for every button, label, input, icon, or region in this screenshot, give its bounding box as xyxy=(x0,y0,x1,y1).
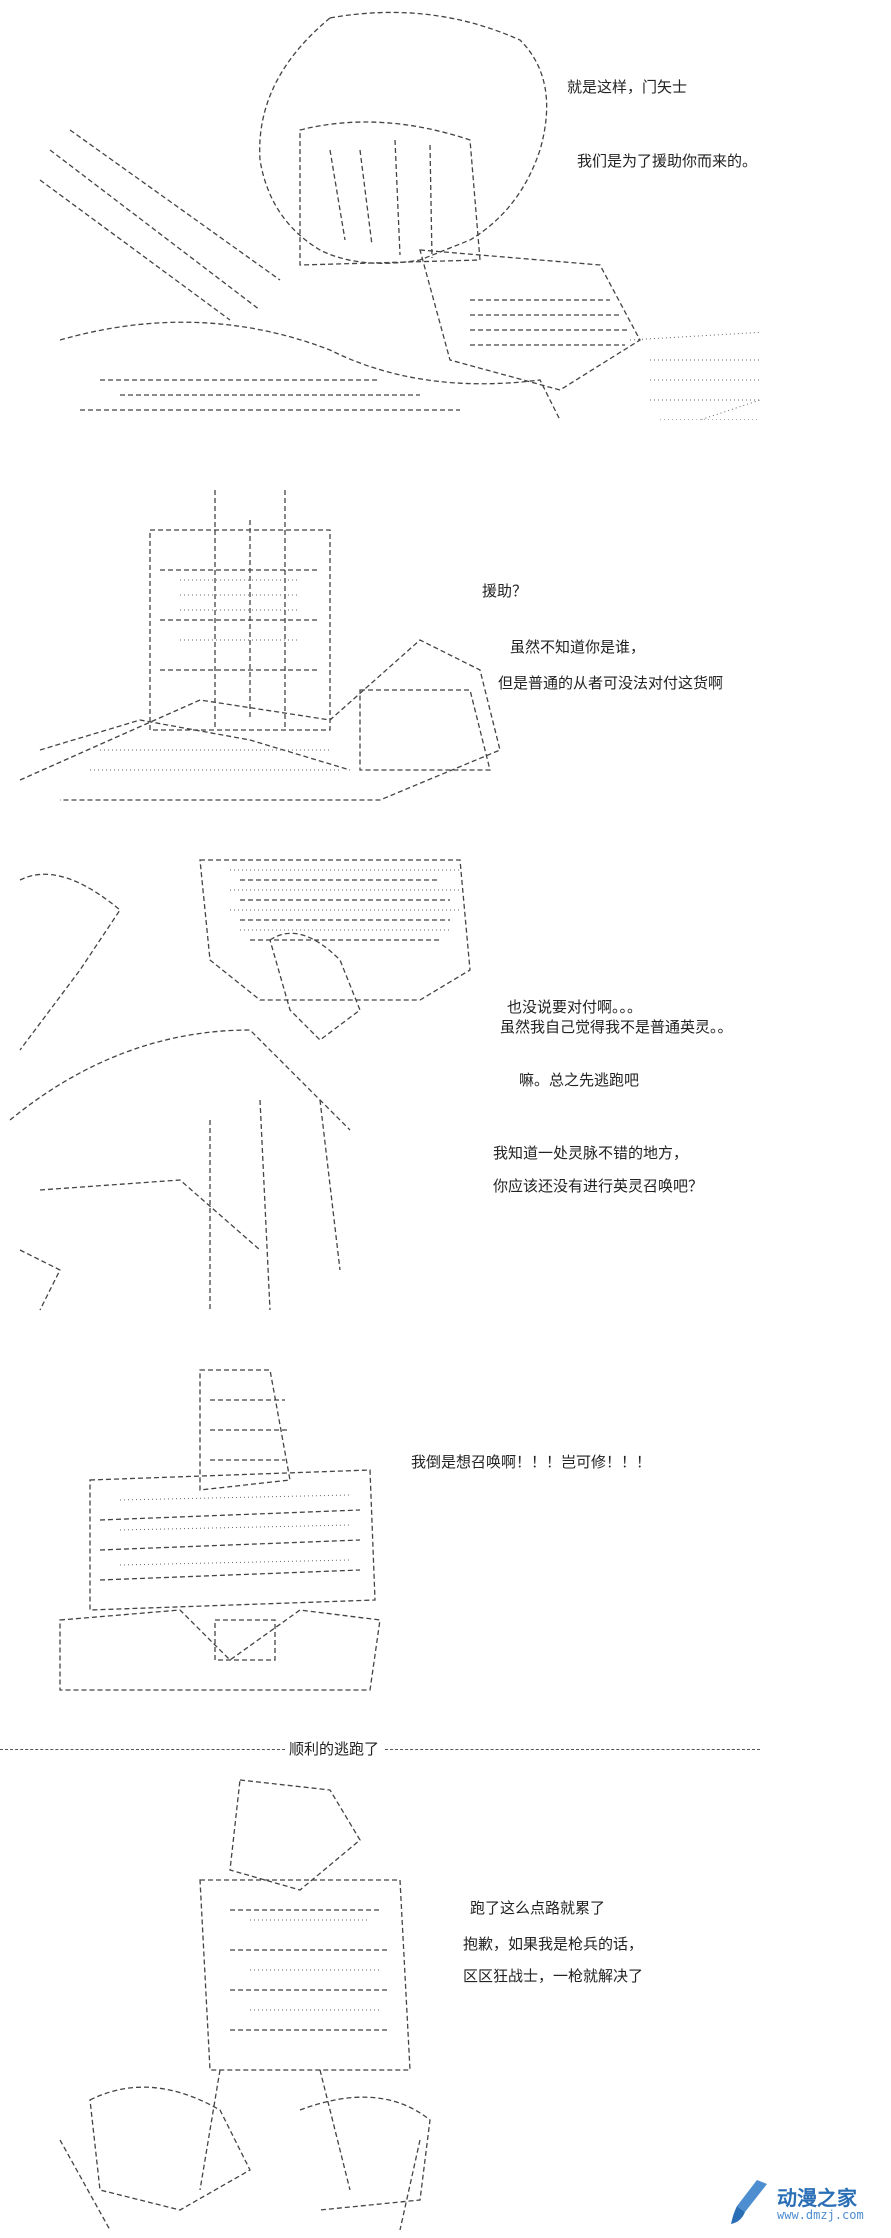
watermark-url: www.dmzj.com xyxy=(777,2208,864,2222)
dialogue-line: 跑了这么点路就累了 xyxy=(470,1899,606,1917)
separator-line-left xyxy=(0,1749,290,1750)
dialogue-line: 就是这样，门矢士 xyxy=(567,78,688,96)
separator-line-right xyxy=(385,1749,760,1750)
panel-5: 跑了这么点路就累了 抱歉，如果我是枪兵的话， 区区狂战士，一枪就解决了 xyxy=(0,1770,891,2238)
dialogue-line: 但是普通的从者可没法对付这货啊 xyxy=(498,674,724,692)
panel-1: 就是这样，门矢士 我们是为了援助你而来的。 xyxy=(0,0,891,420)
dialogue-line: 抱歉，如果我是枪兵的话， xyxy=(463,1935,644,1953)
dialogue-line: 我知道一处灵脉不错的地方， xyxy=(493,1144,689,1162)
dialogue-line: 也没说要对付啊。。。 xyxy=(507,998,643,1016)
scene-separator: 顺利的逃跑了 xyxy=(0,1740,760,1758)
dialogue-line: 虽然我自己觉得我不是普通英灵。。 xyxy=(500,1018,733,1036)
ascii-art-character-2 xyxy=(19,490,501,801)
panel-4: 我倒是想召唤啊！！！岂可修！！！ xyxy=(0,1360,891,1700)
dialogue-line: 援助？ xyxy=(482,582,528,600)
ascii-art-character-4 xyxy=(59,1369,381,1691)
panel-3: 也没说要对付啊。。。 虽然我自己觉得我不是普通英灵。。 嘛。总之先逃跑吧 我知道… xyxy=(0,850,891,1330)
dialogue-line: 我倒是想召唤啊！！！岂可修！！！ xyxy=(411,1453,652,1471)
dialogue-line: 我们是为了援助你而来的。 xyxy=(577,152,758,170)
panel-2: 援助？ 虽然不知道你是谁， 但是普通的从者可没法对付这货啊 xyxy=(0,470,891,830)
ascii-art-character-1 xyxy=(39,11,760,420)
dialogue-line: 你应该还没有进行英灵召唤吧？ xyxy=(493,1177,704,1195)
brush-icon xyxy=(731,2180,767,2224)
separator-label: 顺利的逃跑了 xyxy=(287,1740,382,1758)
ascii-art-character-3 xyxy=(9,859,471,1311)
watermark-logo: 动漫之家 www.dmzj.com xyxy=(727,2178,877,2228)
dialogue-line: 嘛。总之先逃跑吧 xyxy=(519,1071,640,1089)
watermark-name: 动漫之家 xyxy=(777,2186,857,2210)
dialogue-line: 虽然不知道你是谁， xyxy=(510,638,646,656)
dialogue-line: 区区狂战士，一枪就解决了 xyxy=(463,1967,644,1985)
ascii-art-character-5 xyxy=(59,1779,431,2231)
